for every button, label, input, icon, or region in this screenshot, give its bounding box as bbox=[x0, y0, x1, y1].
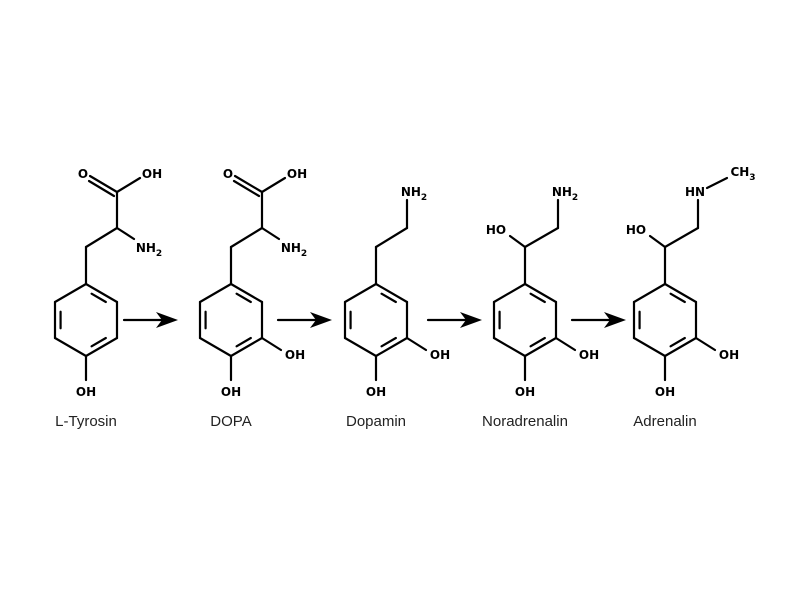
ring-bond bbox=[374, 336, 409, 358]
molecule-dopa: OH OH O OH NH2 bbox=[198, 167, 307, 399]
reaction-arrow bbox=[570, 312, 626, 328]
molecule-name: Dopamin bbox=[346, 413, 406, 430]
ring-bond bbox=[198, 282, 233, 304]
bond bbox=[508, 234, 527, 249]
ring-bond bbox=[632, 336, 667, 358]
double-bond bbox=[669, 292, 686, 304]
bond bbox=[229, 226, 264, 249]
hydroxyl-label: OH bbox=[430, 348, 450, 362]
bond bbox=[115, 226, 136, 241]
double-bond bbox=[380, 336, 397, 348]
arrow-head bbox=[604, 312, 626, 328]
ring-bond bbox=[374, 282, 409, 304]
molecule-noradrenaline: OH OH HO NH2 bbox=[486, 185, 599, 399]
molecule-tyrosine: OH O OH NH2 bbox=[53, 167, 162, 399]
hydroxyl-label: OH bbox=[142, 167, 162, 181]
bond bbox=[88, 174, 119, 194]
bond bbox=[232, 179, 261, 198]
hydroxyl-label: HO bbox=[486, 223, 506, 237]
bond bbox=[87, 179, 116, 198]
ring-bond bbox=[343, 282, 378, 304]
double-bond bbox=[235, 292, 252, 304]
bond bbox=[260, 226, 281, 241]
ring-bond bbox=[492, 336, 527, 358]
reaction-arrow bbox=[276, 312, 332, 328]
bond bbox=[260, 176, 287, 194]
ring-bond bbox=[523, 336, 558, 358]
molecule-name: DOPA bbox=[210, 413, 251, 430]
molecule-adrenaline: OH OH HO HN CH3 bbox=[626, 165, 756, 399]
ring-bond bbox=[343, 336, 378, 358]
hydroxyl-label: OH bbox=[221, 385, 241, 399]
bond bbox=[115, 176, 142, 194]
ring-bond bbox=[663, 282, 698, 304]
double-bond bbox=[529, 292, 546, 304]
ring-bond bbox=[663, 336, 698, 358]
hydroxyl-label: OH bbox=[287, 167, 307, 181]
hydroxyl-label: OH bbox=[366, 385, 386, 399]
double-bond bbox=[235, 336, 252, 348]
amine-label: NH2 bbox=[281, 241, 307, 259]
oxygen-label: O bbox=[78, 167, 88, 181]
bond bbox=[374, 226, 409, 249]
hydroxyl-label: OH bbox=[655, 385, 675, 399]
ring-bond bbox=[229, 336, 264, 358]
ring-bond bbox=[84, 282, 119, 304]
amine-label: HN bbox=[685, 185, 705, 199]
reaction-arrow bbox=[426, 312, 482, 328]
hydroxyl-label: OH bbox=[579, 348, 599, 362]
oxygen-label: O bbox=[223, 167, 233, 181]
bond bbox=[523, 226, 560, 249]
ring-bond bbox=[229, 282, 264, 304]
ring-bond bbox=[84, 336, 119, 358]
bond bbox=[405, 336, 428, 352]
hydroxyl-label: OH bbox=[76, 385, 96, 399]
bond bbox=[84, 226, 119, 249]
bond bbox=[663, 226, 700, 249]
ring-bond bbox=[492, 282, 527, 304]
reaction-arrow bbox=[122, 312, 178, 328]
arrow-head bbox=[460, 312, 482, 328]
ring-bond bbox=[198, 336, 233, 358]
amine-label: NH2 bbox=[136, 241, 162, 259]
methyl-label: CH3 bbox=[730, 165, 755, 183]
hydroxyl-label: OH bbox=[285, 348, 305, 362]
amine-label: NH2 bbox=[552, 185, 578, 203]
amine-label: NH2 bbox=[401, 185, 427, 203]
double-bond bbox=[90, 336, 107, 348]
molecule-name: Adrenalin bbox=[633, 413, 696, 430]
ring-bond bbox=[523, 282, 558, 304]
ring-bond bbox=[53, 282, 88, 304]
bond bbox=[705, 176, 729, 190]
bond bbox=[648, 234, 667, 249]
hydroxyl-label: OH bbox=[515, 385, 535, 399]
bond bbox=[260, 336, 283, 352]
hydroxyl-label: OH bbox=[719, 348, 739, 362]
bond bbox=[554, 336, 577, 352]
double-bond bbox=[669, 336, 686, 348]
molecule-name: Noradrenalin bbox=[482, 413, 568, 430]
double-bond bbox=[90, 292, 107, 304]
double-bond bbox=[529, 336, 546, 348]
arrow-head bbox=[310, 312, 332, 328]
double-bond bbox=[380, 292, 397, 304]
ring-bond bbox=[632, 282, 667, 304]
ring-bond bbox=[53, 336, 88, 358]
molecule-dopamine: OH OH NH2 bbox=[343, 185, 450, 399]
bond bbox=[694, 336, 717, 352]
bond bbox=[233, 174, 264, 194]
arrow-head bbox=[156, 312, 178, 328]
molecule-name: L-Tyrosin bbox=[55, 413, 117, 430]
hydroxyl-label: HO bbox=[626, 223, 646, 237]
